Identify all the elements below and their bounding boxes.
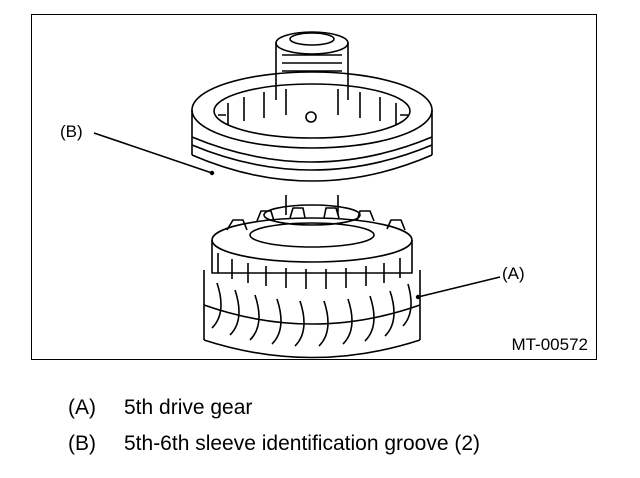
legend-key-a: (A): [68, 396, 96, 419]
legend-item-b: (B) 5th-6th sleeve identification groove…: [68, 426, 480, 462]
callout-b-leader: [93, 132, 213, 174]
legend-item-a: (A) 5th drive gear: [68, 390, 480, 426]
callout-a-leader: [417, 276, 501, 298]
sleeve-illustration: [191, 71, 433, 182]
callout-a-label: (A): [502, 264, 525, 283]
shaft-illustration: [263, 31, 361, 226]
figure-id: MT-00572: [511, 335, 588, 354]
illustration-frame: (B) (A) MT-00572: [31, 14, 597, 360]
drive-gear-illustration: [203, 207, 421, 359]
callout-b-label: (B): [60, 122, 83, 141]
legend-key-b: (B): [68, 432, 96, 455]
legend: (A) 5th drive gear (B) 5th-6th sleeve id…: [68, 390, 480, 462]
gear-assembly-drawing: [93, 31, 501, 359]
legend-text-a: 5th drive gear: [124, 396, 253, 419]
legend-text-b: 5th-6th sleeve identification groove (2): [124, 432, 481, 455]
